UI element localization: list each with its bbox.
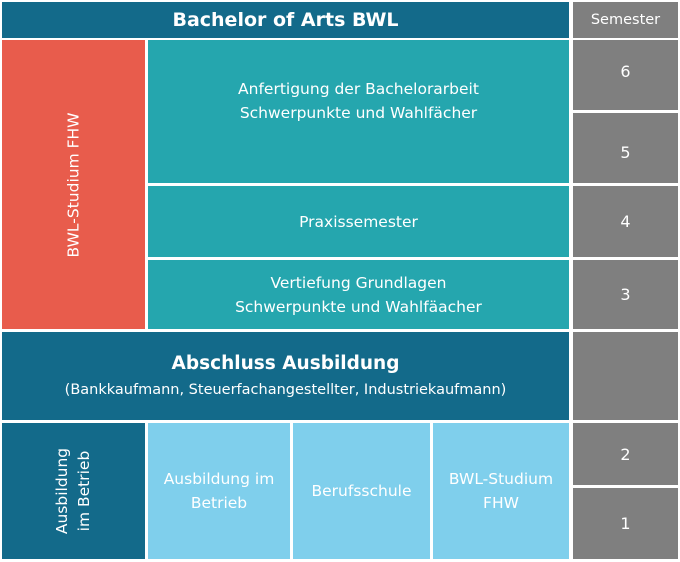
berufsschule-label: Berufsschule bbox=[311, 482, 412, 500]
semester-5: 5 bbox=[573, 113, 678, 183]
fhw-column: BWL-Studium FHW bbox=[2, 40, 145, 329]
praxis-block: Praxissemester bbox=[148, 186, 569, 257]
studium-line1: BWL-Studium bbox=[448, 470, 554, 488]
studium-line2: FHW bbox=[483, 494, 519, 512]
semester-6-label: 6 bbox=[620, 62, 631, 81]
bachelor-line1: Anfertigung der Bachelorarbeit bbox=[238, 79, 479, 98]
praxis-label: Praxissemester bbox=[299, 212, 418, 231]
ausbildung-line2: Betrieb bbox=[190, 494, 248, 512]
semester-3-label: 3 bbox=[620, 285, 631, 304]
betrieb-label-line2: im Betrieb bbox=[75, 450, 94, 532]
semester-4: 4 bbox=[573, 186, 678, 257]
fhw-label: BWL-Studium FHW bbox=[64, 112, 83, 257]
studium-block: BWL-Studium FHW bbox=[433, 423, 569, 559]
vertiefung-line1: Vertiefung Grundlagen bbox=[270, 273, 447, 292]
ausbildung-line1: Ausbildung im bbox=[163, 470, 275, 488]
semester-6: 6 bbox=[573, 40, 678, 110]
semester-3: 3 bbox=[573, 260, 678, 329]
abschluss-subtitle: (Bankkaufmann, Steuerfachangestellter, I… bbox=[64, 382, 507, 398]
title-bar: Bachelor of Arts BWL bbox=[2, 2, 569, 38]
vertiefung-line2: Schwerpunkte und Wahlfäacher bbox=[235, 297, 482, 316]
semester-header: Semester bbox=[573, 2, 678, 38]
betrieb-label: Ausbildung im Betrieb bbox=[52, 448, 96, 534]
betrieb-column: Ausbildung im Betrieb bbox=[2, 423, 145, 559]
abschluss-block: Abschluss Ausbildung (Bankkaufmann, Steu… bbox=[2, 332, 569, 420]
semester-5-label: 5 bbox=[620, 142, 631, 162]
semester-4-label: 4 bbox=[620, 212, 631, 231]
berufsschule-block: Berufsschule bbox=[293, 423, 430, 559]
vertiefung-block: Vertiefung Grundlagen Schwerpunkte und W… bbox=[148, 260, 569, 329]
betrieb-label-line1: Ausbildung bbox=[53, 447, 72, 535]
semester-2-label: 2 bbox=[620, 444, 631, 464]
semester-1: 1 bbox=[573, 488, 678, 559]
bachelor-line2: Schwerpunkte und Wahlfächer bbox=[239, 103, 478, 122]
bachelor-block: Anfertigung der Bachelorarbeit Schwerpun… bbox=[148, 40, 569, 183]
abschluss-title: Abschluss Ausbildung bbox=[171, 353, 400, 374]
diagram-title: Bachelor of Arts BWL bbox=[172, 9, 399, 31]
semester-blank bbox=[573, 332, 678, 420]
ausbildung-block: Ausbildung im Betrieb bbox=[148, 423, 290, 559]
semester-1-label: 1 bbox=[620, 514, 631, 533]
semester-2: 2 bbox=[573, 423, 678, 485]
semester-header-label: Semester bbox=[590, 12, 661, 28]
